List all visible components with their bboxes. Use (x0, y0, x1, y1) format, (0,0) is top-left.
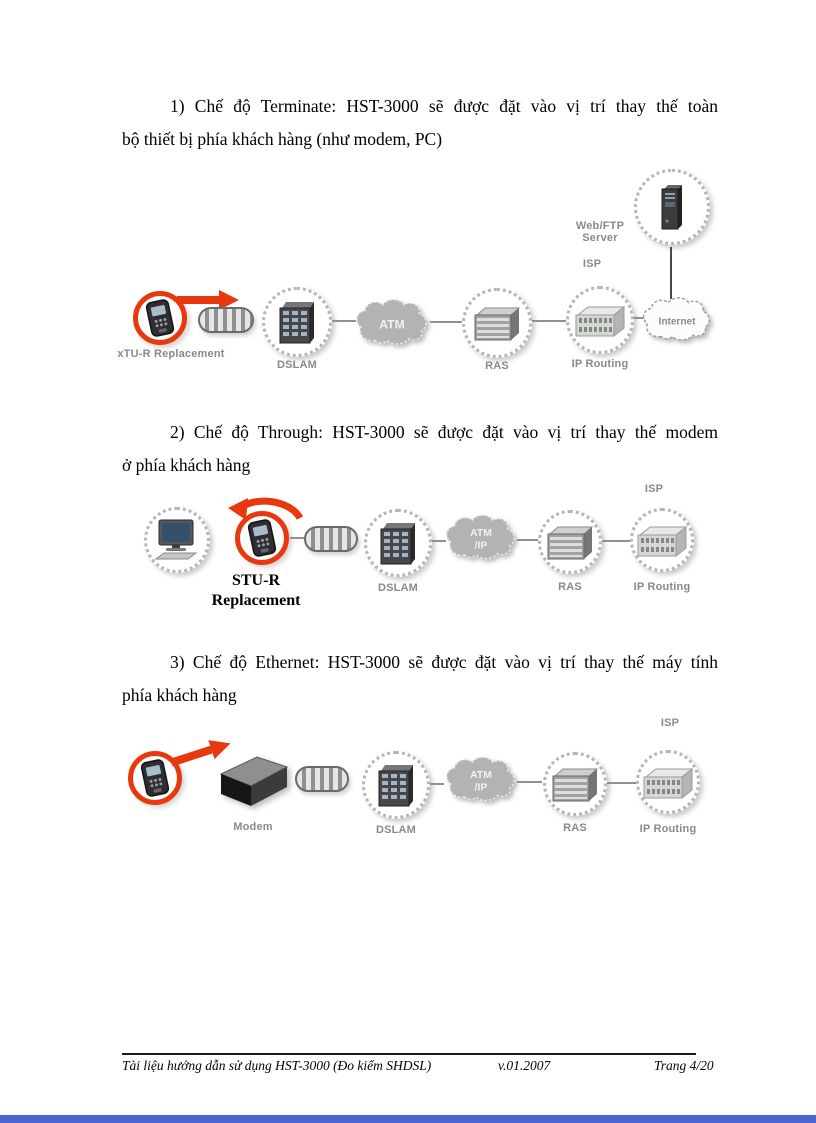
paragraph-line: 2) Chế độ Through: HST-3000 sẽ được đặt … (170, 422, 718, 442)
modem-icon (219, 756, 289, 806)
dslam-icon (378, 765, 413, 807)
isp-label: ISP (582, 258, 602, 270)
isp-label: ISP (644, 483, 664, 495)
dslam-label: DSLAM (377, 582, 419, 594)
ras-label: RAS (558, 581, 582, 593)
hst3000-handheld-icon (140, 759, 170, 797)
ip-routing-node (636, 750, 700, 814)
ras-node (538, 510, 602, 574)
hst3000-handheld-icon (247, 519, 277, 557)
internet-cloud-label: Internet (659, 316, 697, 327)
paragraph-line: 1) Chế độ Terminate: HST-3000 sẽ được đặ… (170, 96, 718, 116)
dslam-node (262, 287, 332, 357)
red-arrow-right-icon (170, 740, 231, 767)
footer-version: v.01.2007 (498, 1058, 551, 1073)
ras-server-icon (474, 307, 521, 341)
ip-routing-label: IP Routing (633, 581, 691, 593)
paragraph-line: 3) Chế độ Ethernet: HST-3000 sẽ được đặt… (170, 652, 718, 672)
connector-line (432, 540, 446, 542)
isp-label: ISP (660, 717, 680, 729)
ip-routing-label: IP Routing (571, 358, 629, 370)
hst-replacement-node (128, 751, 182, 805)
connector-line (532, 320, 566, 322)
red-curved-arrow-icon (228, 497, 304, 521)
stur-label-line2: Replacement (211, 592, 301, 609)
webftp-label: Web/FTP Server (575, 220, 625, 244)
ip-router-icon (575, 305, 626, 337)
connector-line (602, 540, 631, 542)
ip-routing-node (630, 508, 694, 572)
atm-cloud: ATM (356, 298, 427, 345)
atm-ip-cloud: ATM /IP (446, 514, 515, 560)
dslam-icon (279, 302, 314, 344)
stur-replacement-node (235, 511, 289, 565)
atm-cloud-label-line1: ATM (470, 770, 492, 781)
ras-server-icon (552, 768, 599, 802)
connector-line (517, 781, 542, 783)
webftp-server-node (634, 169, 710, 245)
dslam-icon (380, 523, 415, 565)
ras-server-icon (547, 526, 594, 560)
ip-router-icon (637, 525, 688, 557)
modem-label: Modem (233, 821, 273, 833)
connector-line (430, 783, 444, 785)
ras-label: RAS (485, 360, 509, 372)
paragraph-line: phía khách hàng (122, 685, 237, 705)
paragraph-through-mode: 2) Chế độ Through: HST-3000 sẽ được đặt … (122, 416, 718, 482)
atm-ip-cloud: ATM /IP (446, 756, 515, 802)
dslam-label: DSLAM (375, 824, 417, 836)
ras-label: RAS (563, 822, 587, 834)
connector-line (430, 321, 462, 323)
connector-line (290, 537, 304, 539)
xtur-replacement-node (133, 291, 187, 345)
bottom-blue-bar (0, 1115, 816, 1123)
dslam-node (364, 509, 432, 577)
dslam-node (362, 751, 430, 819)
atm-cloud-label-line2: /IP (475, 540, 488, 551)
paragraph-terminate-mode: 1) Chế độ Terminate: HST-3000 sẽ được đặ… (122, 90, 718, 156)
ras-node (543, 752, 607, 816)
webftp-internet-connector (670, 247, 672, 299)
atm-cloud-label-line2: /IP (475, 782, 488, 793)
connector-line (634, 317, 644, 319)
atm-cloud-label-line1: ATM (470, 528, 492, 539)
hst3000-handheld-icon (145, 299, 175, 337)
footer-page-number: Trang 4/20 (654, 1058, 714, 1073)
paragraph-line: bộ thiết bị phía khách hàng (như modem, … (122, 129, 443, 149)
ip-routing-node (566, 286, 634, 354)
connector-line (332, 320, 356, 322)
footer-document-title: Tài liệu hướng dẫn sử dụng HST-3000 (Đo … (122, 1058, 432, 1073)
internet-cloud: Internet (642, 297, 710, 341)
paragraph-line: ở phía khách hàng (122, 455, 251, 475)
customer-pc-node (144, 507, 210, 573)
connector-line (517, 539, 539, 541)
desktop-pc-icon (154, 519, 198, 560)
stur-label-line1: STU-R (231, 572, 280, 589)
ip-routing-label: IP Routing (639, 823, 697, 835)
ras-node (462, 288, 532, 358)
ip-router-icon (643, 767, 694, 799)
server-tower-icon (661, 185, 682, 230)
red-arrow-right-icon (177, 290, 239, 310)
paragraph-ethernet-mode: 3) Chế độ Ethernet: HST-3000 sẽ được đặt… (122, 646, 718, 712)
copper-pair-pipe (198, 307, 254, 333)
atm-cloud-label: ATM (379, 317, 404, 331)
connector-line (607, 782, 636, 784)
copper-pair-pipe (304, 526, 358, 552)
copper-pair-pipe (295, 766, 349, 792)
dslam-label: DSLAM (276, 359, 318, 371)
xtur-label: xTU-R Replacement (117, 348, 225, 360)
footer-divider (122, 1053, 696, 1055)
